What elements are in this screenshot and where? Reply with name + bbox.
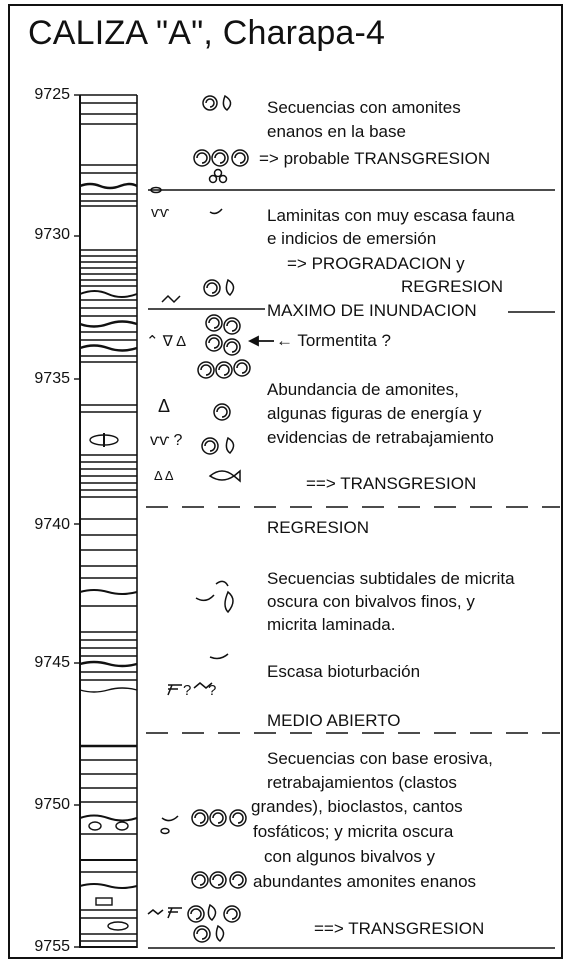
depth-label-9740: 9740 <box>34 516 70 533</box>
tormentita-arrow <box>247 335 274 347</box>
annotation-seq-amonites-1: Secuencias con amonites <box>267 98 461 117</box>
ammonite-icon <box>205 314 223 332</box>
ammonite-icon <box>229 871 247 889</box>
symbol-vv: ⱱⱱ <box>151 204 169 221</box>
ammonite-icon <box>223 905 241 923</box>
depth-label-9755: 9755 <box>34 938 70 955</box>
ammonite-icon <box>191 871 209 889</box>
bivalve-icon <box>161 815 179 822</box>
annotation-laminitas-3: => PROGRADACION y <box>287 254 465 273</box>
annotation-abundancia-3: evidencias de retrabajamiento <box>267 428 494 447</box>
annotation-transgresion-1: ==> TRANSGRESION <box>306 474 477 493</box>
annotation-erosiva-3: grandes), bioclastos, cantos <box>251 797 463 816</box>
bivalve-icon <box>209 653 229 660</box>
annotation-subtidales-3: micrita laminada. <box>267 615 396 634</box>
depth-label-9735: 9735 <box>34 370 70 387</box>
symbol-delta-pair: Δ Δ <box>154 468 174 483</box>
ammonite-icon <box>197 361 215 379</box>
gastropod-icon <box>207 903 217 921</box>
ammonite-icon <box>202 95 218 111</box>
ammonite-icon <box>205 334 223 352</box>
figure-frame <box>8 4 563 959</box>
ammonite-icon <box>201 437 219 455</box>
ammonite-icon <box>223 317 241 335</box>
burrow-icon <box>147 909 164 915</box>
ammonite-cluster-icon <box>208 168 228 184</box>
gastropod-icon <box>215 924 225 942</box>
annotation-abundancia-1: Abundancia de amonites, <box>267 380 459 399</box>
symbol-delta: Δ <box>158 396 171 416</box>
ammonite-icon <box>213 403 231 421</box>
bivalve-icon <box>160 827 170 835</box>
annotation-erosiva-1: Secuencias con base erosiva, <box>267 749 493 768</box>
annotation-laminitas-2: e indicios de emersión <box>267 229 437 248</box>
fish-icon <box>208 469 241 483</box>
depth-label-9725: 9725 <box>34 86 70 103</box>
gastropod-icon <box>224 590 234 614</box>
annotation-erosiva-4: fosfáticos; y micrita oscura <box>253 822 454 841</box>
burrow-icon <box>193 682 213 689</box>
bivalve-icon <box>215 580 229 587</box>
burrow-icon <box>167 684 182 696</box>
annotation-seq-amonites-3: => probable TRANSGRESION <box>259 149 491 168</box>
bivalve-icon <box>150 186 162 194</box>
ammonite-icon <box>187 905 205 923</box>
gastropod-icon <box>225 278 235 296</box>
symbol-mixed: ⌃ ∇ Δ <box>146 333 187 350</box>
annotation-medio-abierto: MEDIO ABIERTO <box>267 711 401 730</box>
ammonite-icon <box>215 361 233 379</box>
ammonite-icon <box>209 809 227 827</box>
gastropod-icon <box>225 436 235 454</box>
ammonite-icon <box>193 149 211 167</box>
bivalve-icon <box>209 208 223 215</box>
symbol-burrow-question-2: ? <box>208 682 217 699</box>
ammonite-icon <box>193 925 211 943</box>
ammonite-icon <box>209 871 227 889</box>
ammonite-icon <box>203 279 221 297</box>
annotation-laminitas-1: Laminitas con muy escasa fauna <box>267 206 515 225</box>
annotation-erosiva-2: retrabajamientos (clastos <box>267 773 457 792</box>
annotation-maximo-inundacion: MAXIMO DE INUNDACION <box>267 301 477 320</box>
depth-label-9730: 9730 <box>34 226 70 243</box>
annotation-bioturbacion: Escasa bioturbación <box>267 662 421 681</box>
annotation-laminitas-4: REGRESION <box>401 277 504 296</box>
annotation-subtidales-2: oscura con bivalvos finos, y <box>267 592 475 611</box>
lithologic-column <box>74 94 138 948</box>
interval-dividers <box>146 189 560 949</box>
annotation-tormentita: ← Tormentita ? <box>276 331 391 350</box>
fossil-symbols <box>147 94 251 943</box>
ammonite-icon <box>211 149 229 167</box>
ammonite-icon <box>231 149 249 167</box>
annotation-regresion: REGRESION <box>267 518 370 537</box>
burrow-icon <box>161 294 181 304</box>
symbol-vv-question: ⱱⱱ ? <box>150 432 183 449</box>
figure-title: CALIZA "A", Charapa-4 <box>28 14 386 52</box>
ammonite-icon <box>191 809 209 827</box>
annotation-erosiva-6: abundantes amonites enanos <box>253 872 477 891</box>
burrow-icon <box>167 907 182 919</box>
ammonite-icon <box>223 338 241 356</box>
ammonite-icon <box>229 809 247 827</box>
bivalve-icon <box>195 594 215 602</box>
annotation-erosiva-5: con algunos bivalvos y <box>264 847 436 866</box>
annotation-subtidales-1: Secuencias subtidales de micrita <box>267 569 515 588</box>
depth-label-9745: 9745 <box>34 654 70 671</box>
depth-label-9750: 9750 <box>34 796 70 813</box>
gastropod-icon <box>222 94 232 111</box>
symbol-burrow-question-1: ? <box>183 682 192 699</box>
annotation-abundancia-2: algunas figuras de energía y <box>267 404 482 423</box>
ammonite-icon <box>233 359 251 377</box>
annotation-transgresion-2: ==> TRANSGRESION <box>314 919 485 938</box>
annotation-seq-amonites-2: enanos en la base <box>267 122 406 141</box>
